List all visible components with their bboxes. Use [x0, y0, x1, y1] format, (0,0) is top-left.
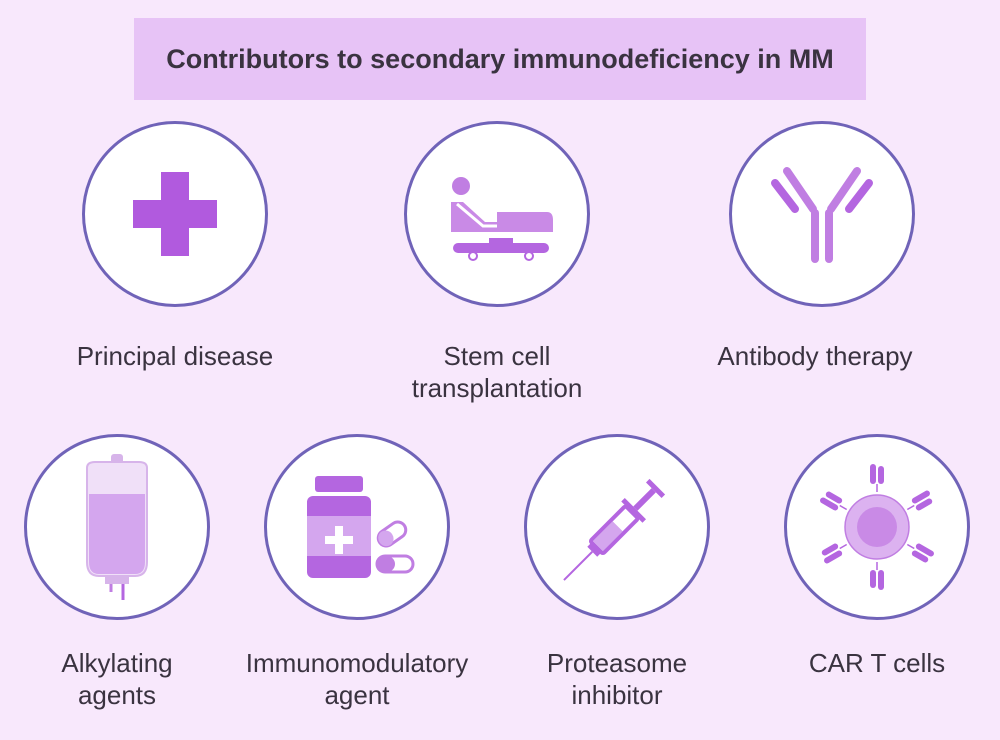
label-car-t-cells: CAR T cells [808, 648, 946, 678]
hospital-bed-icon [451, 177, 553, 261]
proteasome-circle [524, 434, 710, 620]
title-banner: Contributors to secondary immunodeficien… [134, 18, 866, 100]
medicine-bottle-icon [307, 476, 415, 578]
syringe-icon [563, 478, 666, 581]
car-t-cell-icon [818, 464, 936, 591]
antibody-circle [729, 121, 915, 307]
immunomodulatory-circle [264, 434, 450, 620]
alkylating-circle [24, 434, 210, 620]
label-principal-disease: Principal disease [76, 341, 274, 371]
page-title: Contributors to secondary immunodeficien… [166, 43, 834, 74]
stem-cell-circle [404, 121, 590, 307]
plus-icon [133, 172, 217, 256]
label-antibody-therapy: Antibody therapy [717, 341, 913, 371]
antibody-icon [771, 167, 873, 263]
principal-disease-circle [82, 121, 268, 307]
iv-bag-icon [86, 454, 148, 600]
car-t-circle [784, 434, 970, 620]
